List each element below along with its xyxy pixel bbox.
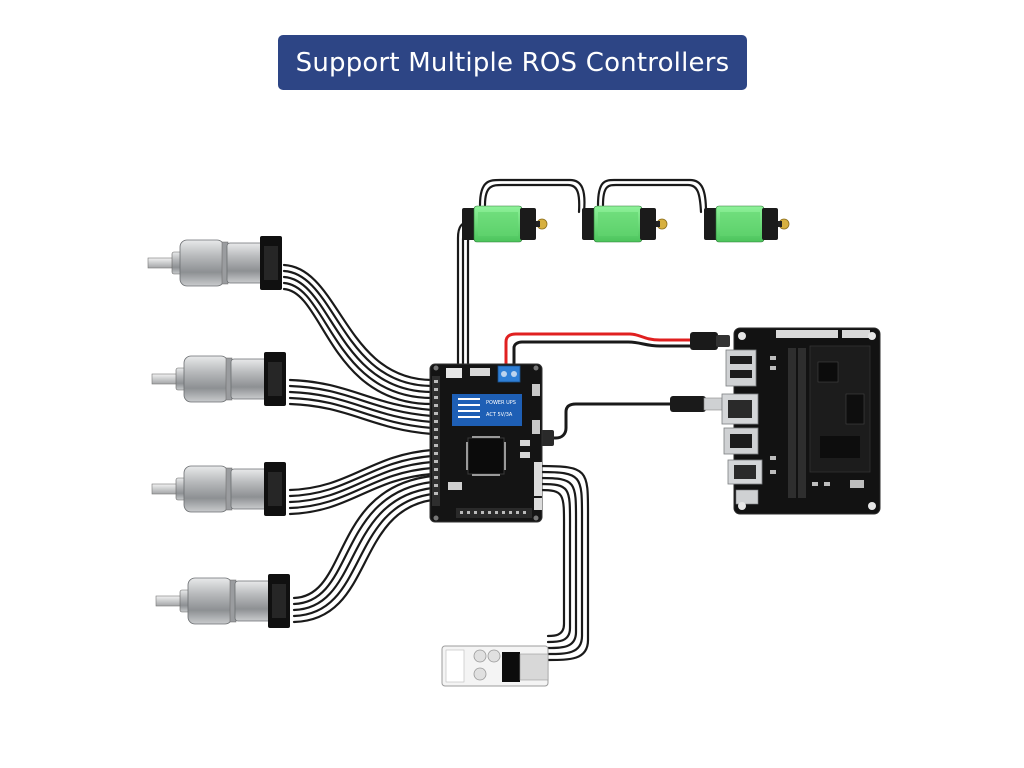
dc-gear-motor-icon	[147, 235, 283, 291]
single-board-computer-icon	[721, 327, 881, 515]
bus-servo-icon	[703, 205, 790, 243]
dc-gear-motor-icon	[151, 461, 287, 517]
bus-servo-icon	[461, 205, 548, 243]
bus-servo-icon	[581, 205, 668, 243]
cable-bundle	[282, 178, 708, 662]
power-cable	[504, 332, 730, 366]
page-title: Support Multiple ROS Controllers	[295, 47, 730, 78]
ros-controller-board-icon: POWER UPS ACT 5V/3A	[429, 363, 543, 523]
dc-gear-motor-icon	[155, 573, 291, 629]
title-banner: Support Multiple ROS Controllers	[278, 35, 747, 90]
usb-cable	[540, 396, 723, 446]
dc-gear-motor-icon	[151, 351, 287, 407]
board-silk-label: POWER UPS	[486, 400, 516, 406]
oled-display-module-icon	[441, 645, 549, 687]
board-silk-label: ACT 5V/3A	[486, 412, 513, 418]
